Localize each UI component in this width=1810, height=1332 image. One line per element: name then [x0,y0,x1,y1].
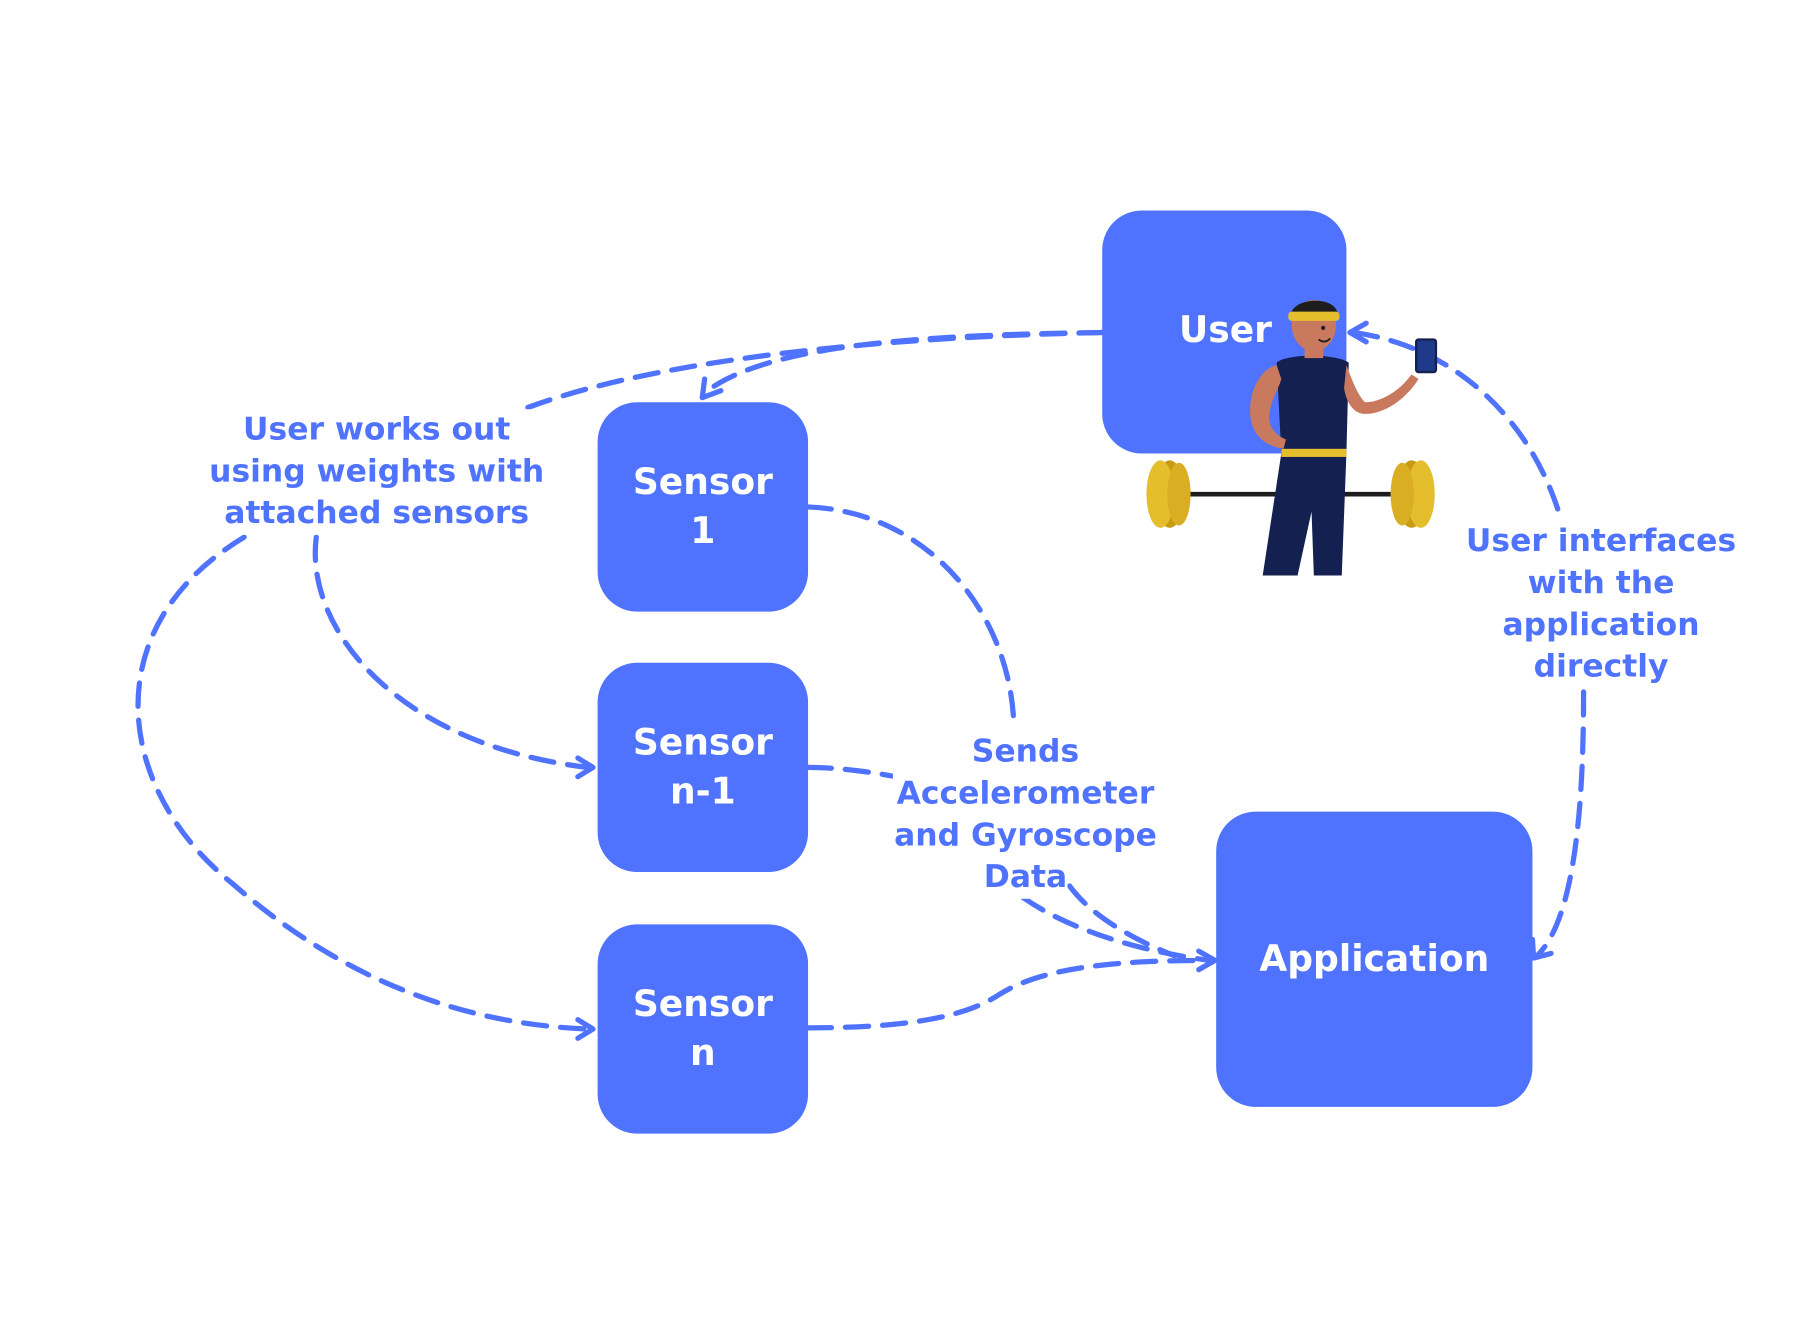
label-interfaces-line-1: User interfaces [1465,523,1737,560]
node-application[interactable]: Application [1216,811,1533,1107]
headband-icon [1288,311,1340,321]
edge-sensor-n-1-to-sends [805,764,898,780]
node-sensor-n-label: Sensor n [632,983,773,1075]
edge-sensor-1-to-sends [805,504,1017,730]
node-application-label: Application [1259,938,1490,981]
left-plate-icon [1146,460,1191,528]
node-sensor-n-1-label: Sensor n-1 [632,722,773,813]
label-sends-line-1: Sends [971,731,1080,774]
label-sends: Sends Accelerometer and Gyroscope Data [892,731,1159,899]
edge-interfaces-to-application [1534,689,1587,959]
arrowhead-user [1347,320,1369,345]
right-arm-icon [1344,365,1419,414]
phone-icon [1415,338,1438,374]
edge-user-to-workout-label [520,329,1105,412]
label-workout-line-3: attached sensors [224,495,530,532]
edge-user-to-interfaces [1351,329,1563,521]
edge-workout-to-sensor-n-1 [312,534,590,770]
label-workout-line-1: User works out [243,411,511,448]
right-plate-icon [1390,460,1435,528]
node-sensor-1-label: Sensor 1 [632,461,773,553]
arrowhead-application-left [1196,948,1218,973]
smile-icon [1318,337,1331,343]
legs-icon [1262,453,1347,576]
node-sensor-1[interactable]: Sensor 1 [597,402,809,612]
arrowhead-sensor-n [575,1017,596,1041]
label-workout-line-2: using weights with [209,453,545,490]
label-sends-line-4: Data [983,856,1068,899]
label-interfaces-line-2: with the [1527,565,1675,602]
belt-icon [1281,448,1347,457]
arrowhead-application-right [1529,936,1554,961]
eye-icon [1321,325,1326,330]
weightlifter-illustration [1146,299,1438,576]
torso-icon [1276,355,1349,454]
left-arm-icon [1250,365,1286,449]
node-sensor-n[interactable]: Sensor n [597,924,809,1134]
edges-layer [135,320,1587,1041]
edge-sensor-n-to-application [805,957,1212,1031]
arrowhead-sensor-1 [699,376,724,401]
node-user-label: User [1178,309,1272,352]
edge-workout-to-sensor-n [135,534,590,1032]
edge-sends-to-application-b [1020,894,1212,964]
arrowhead-sensor-n-1 [575,755,596,780]
label-sends-line-3: and Gyroscope [892,815,1159,857]
label-interfaces-line-3: application [1502,606,1700,643]
label-sends-line-2: Accelerometer [892,773,1159,816]
label-workout: User works out using weights with attach… [206,409,547,535]
label-interfaces-line-4: directly [1533,648,1669,685]
node-sensor-n-1[interactable]: Sensor n-1 [597,662,809,873]
label-interfaces: User interfaces with the application dir… [1462,520,1740,689]
